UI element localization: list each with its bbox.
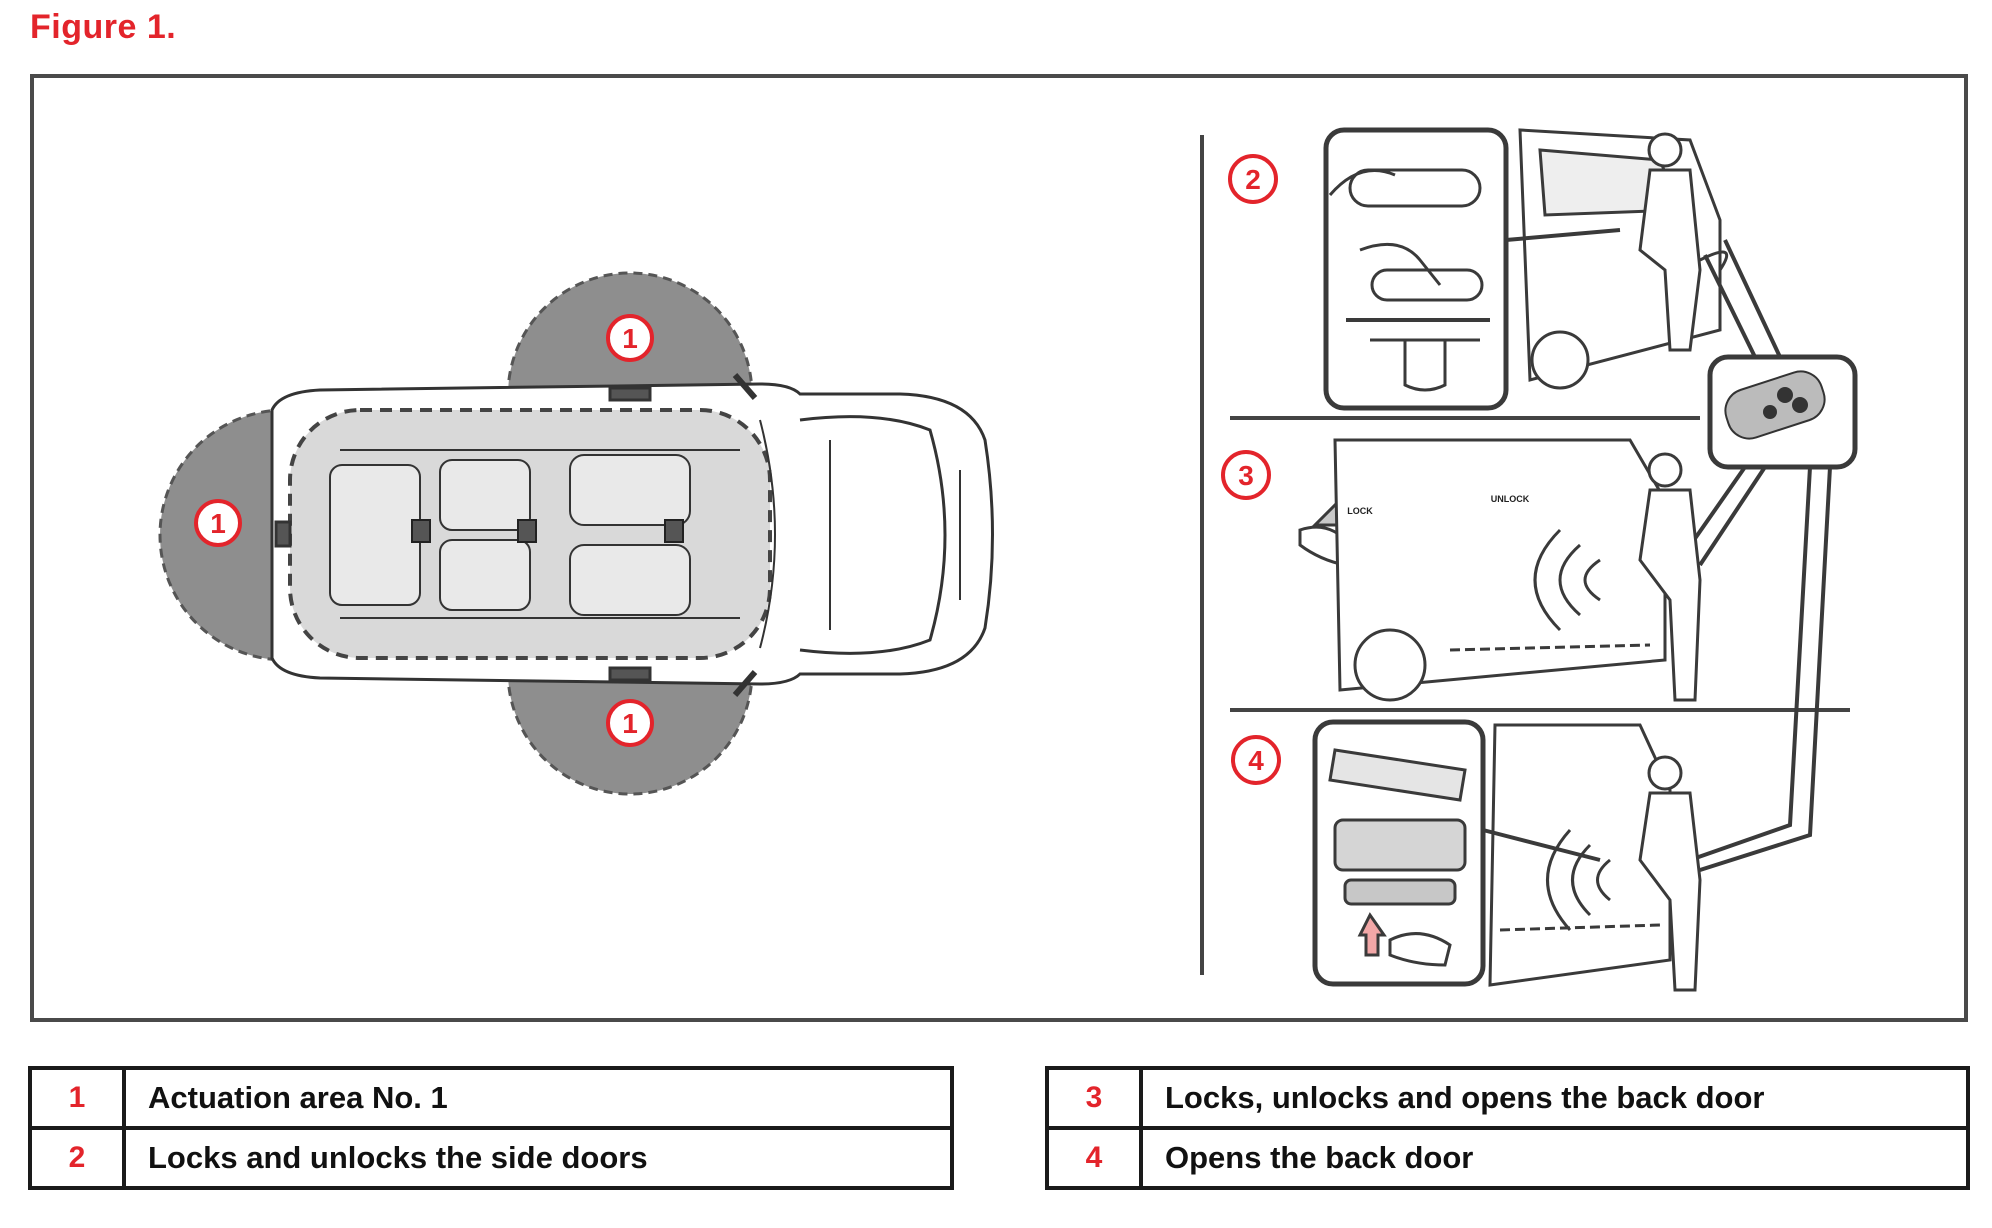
scene-marker-2-label: 2 [1245,164,1261,195]
signal-wave-icon [1533,528,1601,632]
legend-number: 4 [1045,1126,1143,1190]
person-icon [1647,132,1683,168]
legend-description: Opens the back door [1139,1126,1970,1190]
legend-description: Locks and unlocks the side doors [122,1126,954,1190]
scene-marker-3-label: 3 [1238,460,1254,491]
area-marker-rear [194,499,242,547]
person-icon [1647,755,1683,791]
scene-4-back-door-opener [1312,719,1702,992]
area-marker-driver-side-label: 1 [622,323,638,354]
person-icon [1647,452,1683,488]
smart-key-fob-icon [1707,354,1858,470]
scene-marker-2 [1228,154,1278,204]
area-marker-passenger-side [606,699,654,747]
vehicle-top-view [270,373,994,697]
area-marker-passenger-side-label: 1 [622,708,638,739]
scene-marker-4 [1231,735,1281,785]
signal-wave-icon [1546,828,1611,932]
key-fob-connectors [1678,239,1832,872]
scene-marker-3 [1221,450,1271,500]
legend-row: 1 Actuation area No. 1 [28,1066,954,1130]
door-handle-icon [1348,168,1482,208]
legend-row: 2 Locks and unlocks the side doors [28,1126,954,1190]
legend-description: Actuation area No. 1 [122,1066,954,1130]
figure-title: Figure 1. [30,8,177,46]
legend-row: 4 Opens the back door [1045,1126,1970,1190]
lock-switch-label: LOCK [1347,506,1373,516]
legend-number: 3 [1045,1066,1143,1130]
area-marker-rear-label: 1 [210,508,226,539]
legend-number: 2 [28,1126,126,1190]
scene-2-side-door [1323,127,1729,411]
legend-description: Locks, unlocks and opens the back door [1139,1066,1970,1130]
legend-number: 1 [28,1066,126,1130]
interior-antennas [411,519,684,543]
scene-3-back-door-switches [1298,438,1702,702]
hand-icon [1388,932,1452,967]
figure-frame [30,74,1968,1022]
hand-icon [1359,242,1442,286]
scene-dividers [1200,135,1850,975]
unlock-switch-label: UNLOCK [1491,494,1530,504]
legend-table-left: 1 Actuation area No. 1 2 Locks and unloc… [28,1066,954,1190]
area-marker-driver-side [606,314,654,362]
legend-row: 3 Locks, unlocks and opens the back door [1045,1066,1970,1130]
legend-table-right: 3 Locks, unlocks and opens the back door… [1045,1066,1970,1190]
scene-marker-4-label: 4 [1248,745,1264,776]
